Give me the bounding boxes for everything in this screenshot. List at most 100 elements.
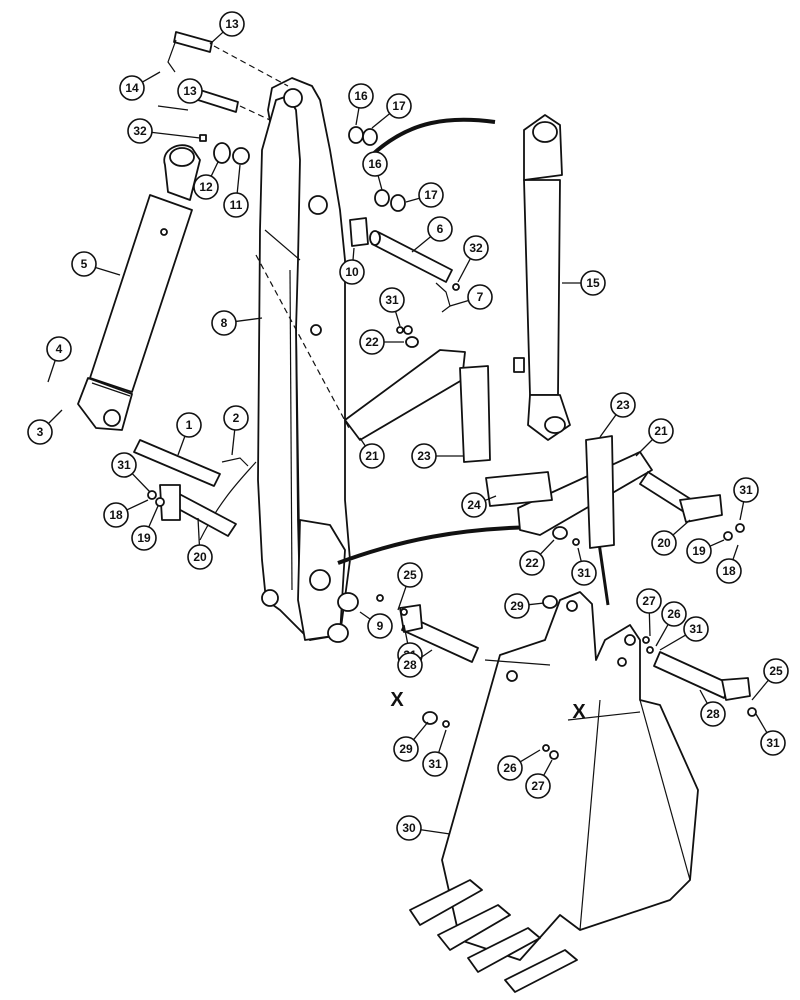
boom-cylinder (77, 144, 201, 431)
callout-circle (339, 259, 365, 285)
callout-number: 10 (345, 265, 359, 279)
callout-circle (397, 562, 423, 588)
callout-10: 10 (339, 247, 365, 285)
callout-31: 31 (755, 713, 786, 756)
callout-leader (519, 749, 541, 763)
callout-circle (763, 658, 789, 684)
pin-13-top (173, 31, 213, 53)
callout-31: 31 (422, 729, 448, 777)
callout-circle (111, 452, 137, 478)
callout-leader (209, 31, 224, 45)
callout-circle (418, 182, 444, 208)
callout-leader (352, 247, 355, 261)
callout-circle (651, 530, 677, 556)
callout-leader (420, 829, 451, 835)
callout-19: 19 (131, 505, 159, 551)
callout-circle (119, 75, 145, 101)
callout-circle (359, 329, 385, 355)
callout-circle (127, 118, 153, 144)
callout-18: 18 (103, 499, 149, 528)
callout-28: 28 (699, 689, 726, 727)
callout-30: 30 (396, 815, 451, 841)
lock-pin-14-lower (157, 105, 189, 111)
callout-circle (422, 751, 448, 777)
callout-number: 32 (469, 241, 483, 255)
callout-circle (367, 613, 393, 639)
callout-leader (755, 713, 768, 733)
callout-27: 27 (525, 759, 553, 799)
callout-circle (686, 538, 712, 564)
callout-circle (525, 773, 551, 799)
callout-leader (484, 495, 497, 502)
callout-circle (193, 174, 219, 200)
callout-number: 31 (117, 458, 131, 472)
callout-number: 1 (186, 418, 193, 432)
callout-number: 14 (125, 81, 139, 95)
callout-leader (394, 311, 401, 327)
lock-pin-7 (435, 282, 451, 313)
callout-31: 31 (659, 616, 709, 651)
callout-leader (732, 544, 739, 560)
callout-number: 6 (437, 222, 444, 236)
callout-leader (709, 539, 725, 547)
callout-25: 25 (751, 658, 789, 701)
callout-circle (177, 78, 203, 104)
callout-leader (47, 360, 56, 383)
callout-leader (659, 634, 686, 651)
callout-leader (635, 439, 653, 457)
callout-circle (223, 192, 249, 218)
callout-number: 3 (37, 425, 44, 439)
callout-circle (504, 593, 530, 619)
callout-leader (355, 107, 360, 126)
callout-24: 24 (461, 492, 497, 518)
callout-number: 2 (233, 411, 240, 425)
callout-number: 13 (183, 84, 197, 98)
callout-leader (648, 612, 651, 637)
callout-5: 5 (71, 251, 121, 277)
callout-circle (46, 336, 72, 362)
callout-leader (126, 499, 149, 511)
callout-circle (219, 11, 245, 37)
callout-number: 31 (577, 566, 591, 580)
callout-23: 23 (411, 443, 464, 469)
callout-number: 22 (365, 335, 379, 349)
callout-17: 17 (405, 182, 444, 208)
callout-leader (405, 197, 420, 203)
callout-11: 11 (223, 164, 249, 218)
callout-17: 17 (371, 93, 412, 129)
callout-circle (27, 419, 53, 445)
callout-circle (397, 652, 423, 678)
callout-number: 24 (467, 498, 481, 512)
callout-circle (386, 93, 412, 119)
callout-2: 2 (223, 405, 249, 456)
callout-32: 32 (457, 235, 489, 283)
callout-number: 31 (689, 622, 703, 636)
callout-number: 21 (365, 449, 379, 463)
callout-circle (348, 83, 374, 109)
callout-leader (403, 624, 409, 644)
callout-leader (577, 547, 582, 562)
callout-26: 26 (497, 749, 541, 781)
callout-number: 17 (392, 99, 406, 113)
callout-leader (397, 586, 407, 611)
callout-1: 1 (176, 412, 202, 456)
callout-leader (539, 539, 555, 555)
callout-31: 31 (733, 477, 759, 521)
callout-number: 19 (137, 531, 151, 545)
callout-leader (377, 175, 383, 191)
callout-number: 23 (417, 449, 431, 463)
callout-number: 9 (377, 619, 384, 633)
callout-8: 8 (211, 310, 263, 336)
callout-circle (648, 418, 674, 444)
callout-leader (359, 437, 366, 447)
callout-leader (699, 689, 708, 704)
callout-circle (103, 502, 129, 528)
x-marker-right: X (572, 701, 586, 723)
callout-3: 3 (27, 409, 63, 445)
callout-circle (636, 588, 662, 614)
callout-leader (235, 317, 263, 323)
callout-circle (176, 412, 202, 438)
callout-number: 12 (199, 180, 213, 194)
callout-circle (223, 405, 249, 431)
